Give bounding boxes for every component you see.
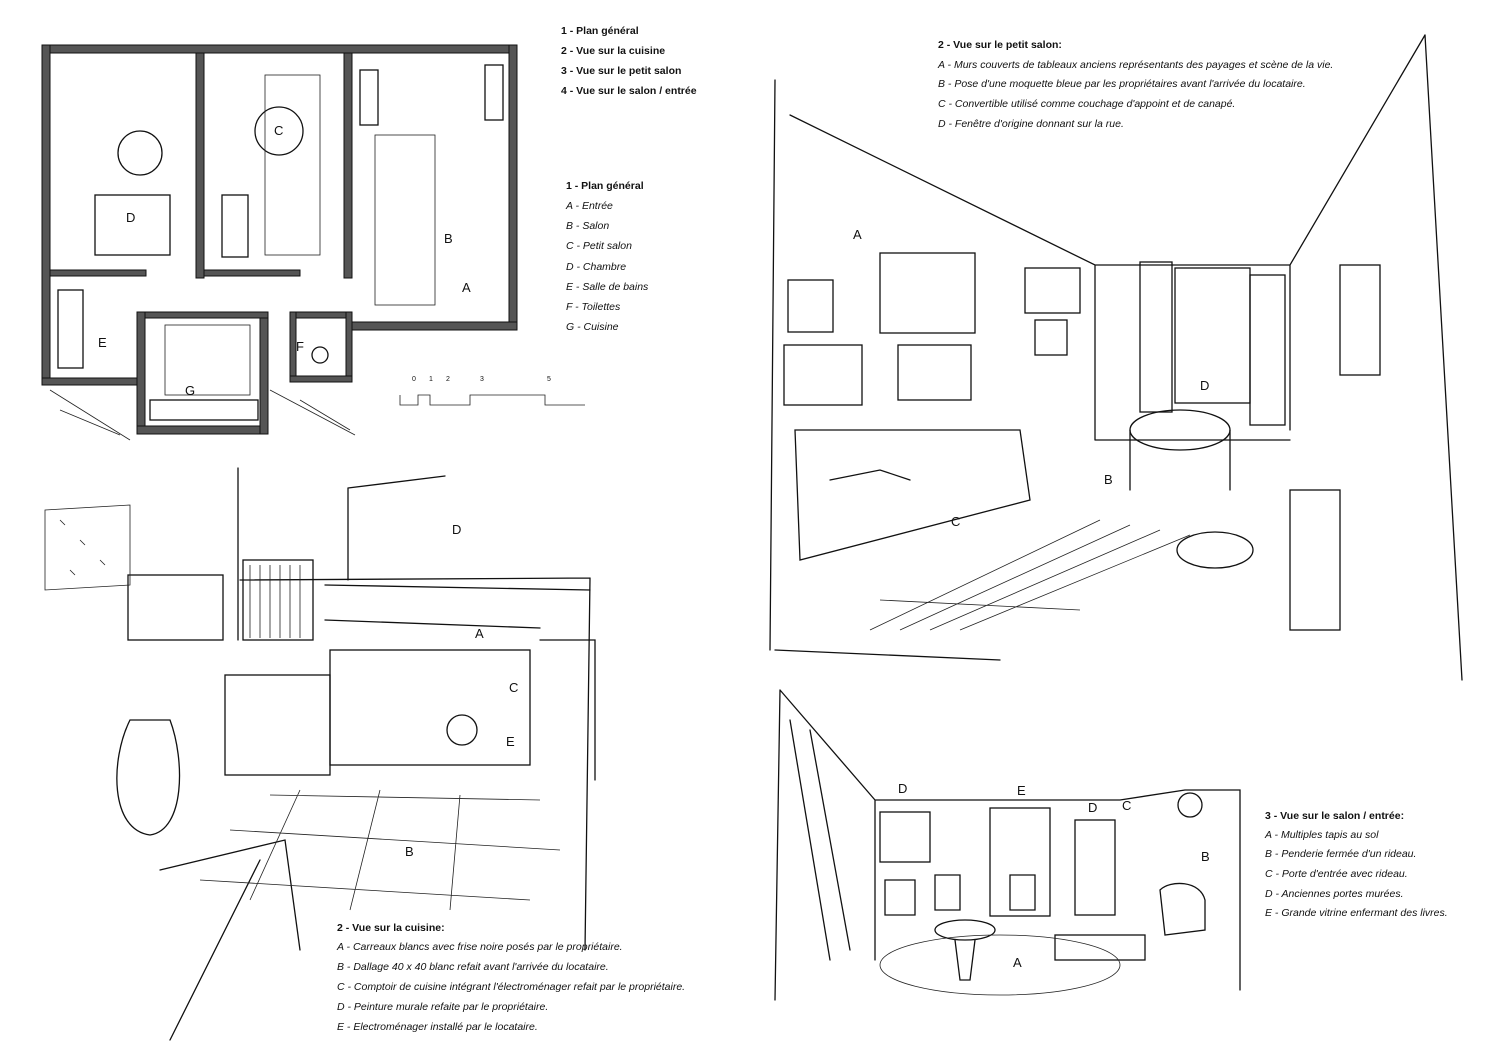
salon-title: 3 - Vue sur le salon / entrée: (1265, 810, 1405, 822)
salon-label-d: D (898, 781, 908, 796)
cuisine-label-b: B (405, 844, 414, 859)
scale-label: 5 (547, 376, 551, 383)
plan-legend-item: B - Salon (566, 220, 610, 232)
salon-label-d: D (1088, 800, 1098, 815)
petit-salon-label-c: C (951, 514, 961, 529)
salon-item: C - Porte d'entrée avec rideau. (1265, 868, 1408, 880)
salon-label-b: B (1201, 849, 1210, 864)
scale-label: 3 (480, 376, 484, 383)
salon-item: E - Grande vitrine enfermant des livres. (1265, 907, 1448, 919)
plan-legend-item: G - Cuisine (566, 321, 619, 333)
petit-salon-item: D - Fenêtre d'origine donnant sur la rue… (938, 118, 1124, 130)
plan-room-label-f: F (296, 339, 304, 354)
scale-label: 1 (429, 376, 433, 383)
plan-legend-item: E - Salle de bains (566, 281, 649, 293)
plan-room-label-c: C (274, 123, 284, 138)
cuisine-label-e: E (506, 734, 515, 749)
salon-item: D - Anciennes portes murées. (1265, 888, 1404, 900)
petit-salon-item: C - Convertible utilisé comme couchage d… (938, 98, 1236, 110)
index-item-2: 2 - Vue sur la cuisine (561, 45, 666, 57)
cuisine-item: D - Peinture murale refaite par le propr… (337, 1001, 549, 1013)
petit-salon-label-b: B (1104, 472, 1113, 487)
plan-room-label-a: A (462, 280, 471, 295)
cuisine-item: B - Dallage 40 x 40 blanc refait avant l… (337, 961, 609, 973)
petit-salon-title: 2 - Vue sur le petit salon: (938, 39, 1062, 51)
index-item-4: 4 - Vue sur le salon / entrée (561, 85, 697, 97)
cuisine-item: C - Comptoir de cuisine intégrant l'élec… (337, 981, 686, 993)
index-item-1: 1 - Plan général (561, 25, 639, 37)
cuisine-title: 2 - Vue sur la cuisine: (337, 922, 445, 934)
kitchen-sketch (44, 467, 596, 1041)
salon-label-c: C (1122, 798, 1132, 813)
plan-room-label-g: G (185, 383, 196, 398)
scale-label: 0 (412, 376, 416, 383)
salon-entree-sketch (774, 689, 1241, 1001)
salon-item: A - Multiples tapis au sol (1265, 829, 1379, 841)
cuisine-label-a: A (475, 626, 484, 641)
plan-legend-item: C - Petit salon (566, 240, 632, 252)
cuisine-item: A - Carreaux blancs avec frise noire pos… (337, 941, 623, 953)
salon-label-a: A (1013, 955, 1022, 970)
plan-legend-item: F - Toilettes (566, 301, 621, 313)
cuisine-item: E - Electroménager installé par le locat… (337, 1021, 538, 1033)
petit-salon-sketch (769, 34, 1463, 681)
petit-salon-item: A - Murs couverts de tableaux anciens re… (938, 59, 1334, 71)
scale-label: 2 (446, 376, 450, 383)
plan-room-label-d: D (126, 210, 136, 225)
salon-label-e: E (1017, 783, 1026, 798)
plan-legend-title: 1 - Plan général (566, 180, 644, 192)
cuisine-label-c: C (509, 680, 519, 695)
plan-legend-item: A - Entrée (566, 200, 613, 212)
index-item-3: 3 - Vue sur le petit salon (561, 65, 682, 77)
cuisine-label-d: D (452, 522, 462, 537)
petit-salon-label-a: A (853, 227, 862, 242)
plan-legend-item: D - Chambre (566, 261, 627, 273)
salon-item: B - Penderie fermée d'un rideau. (1265, 848, 1417, 860)
plan-room-label-e: E (98, 335, 107, 350)
petit-salon-item: B - Pose d'une moquette bleue par les pr… (938, 78, 1306, 90)
plan-room-label-b: B (444, 231, 453, 246)
floor-plan-drawing (41, 44, 585, 441)
petit-salon-label-d: D (1200, 378, 1210, 393)
